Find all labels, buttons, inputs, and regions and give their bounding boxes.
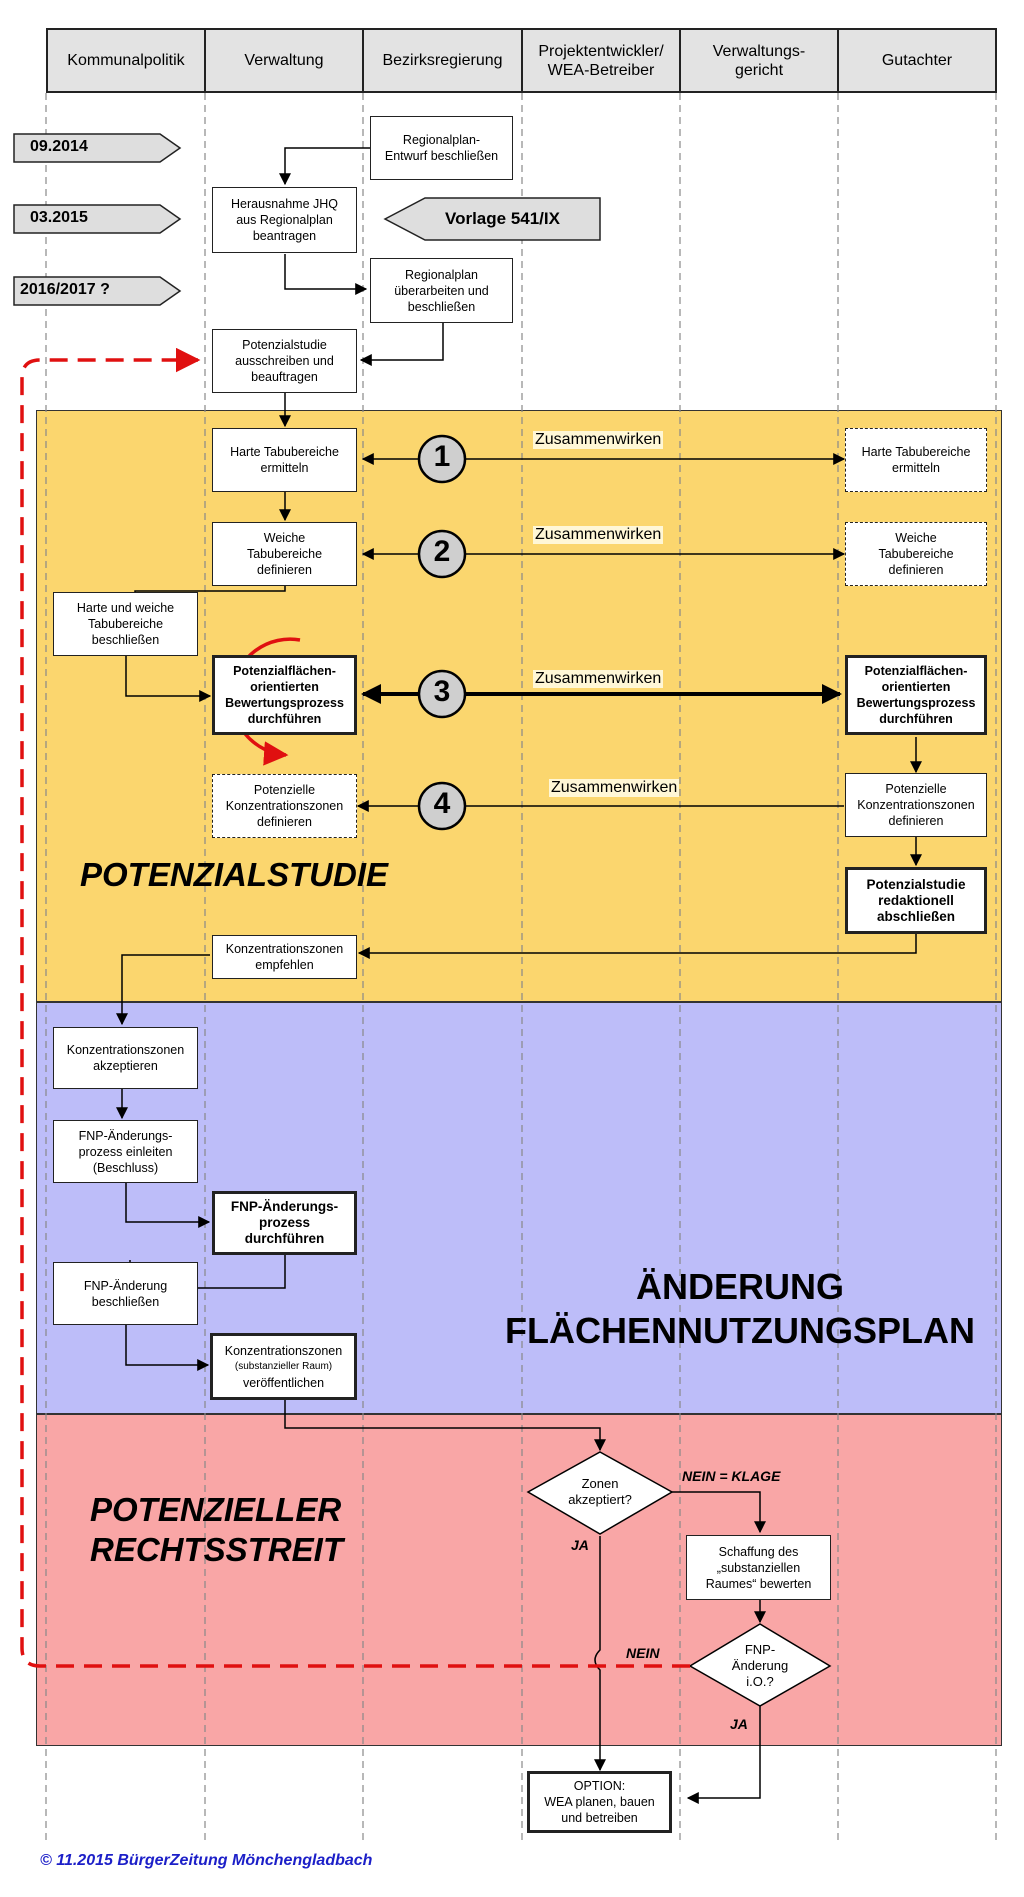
box-veroeff-line3: veröffentlichen (242, 1375, 325, 1390)
box-weiche-tabubereiche-gutachter: Weiche Tabubereiche definieren (845, 522, 987, 586)
zusammenwirken-label-4: Zusammenwirken (549, 779, 680, 797)
box-harte-tabubereiche-gutachter: Harte Tabubereiche ermitteln (845, 428, 987, 492)
lane-header-verwaltung: Verwaltung (204, 28, 364, 93)
section-rechtsstreit-band (36, 1414, 1002, 1746)
edge-label-ja: JA (730, 1716, 748, 1732)
edge-label-nein-klage: NEIN = KLAGE (682, 1468, 781, 1484)
date-label: 03.2015 (30, 209, 88, 226)
box-regionalplan-ueberarbeiten: Regionalplan überarbeiten und beschließe… (370, 258, 513, 323)
date-label: 09.2014 (30, 138, 88, 155)
box-fnp-einleiten: FNP-Änderungs- prozess einleiten (Beschl… (53, 1120, 198, 1183)
step-number-1: 1 (433, 440, 451, 473)
lane-header-projektentwickler: Projektentwickler/ WEA-Betreiber (521, 28, 681, 93)
zusammenwirken-label-1: Zusammenwirken (533, 431, 664, 449)
box-schaffung-substanzieller-raum: Schaffung des „substanziellen Raumes“ be… (686, 1535, 831, 1600)
lane-header-verwaltungsgericht: Verwaltungs- gericht (679, 28, 839, 93)
edge-label-nein: NEIN (626, 1645, 660, 1661)
box-konzentrationszonen-empfehlen: Konzentrationszonen empfehlen (212, 935, 357, 979)
vorlage-label: Vorlage 541/IX (445, 209, 560, 228)
box-regionalplan-entwurf: Regionalplan- Entwurf beschließen (370, 116, 513, 180)
section-title-potenzialstudie: POTENZIALSTUDIE (80, 856, 389, 893)
box-veroeff-line2: (substanzieller Raum) (234, 1360, 333, 1372)
section-title-rechtsstreit: POTENZIELLER RECHTSSTREIT (90, 1491, 344, 1568)
box-potenzialstudie-ausschreiben: Potenzialstudie ausschreiben und beauftr… (212, 329, 357, 393)
box-potenzialstudie-abschliessen: Potenzialstudie redaktionell abschließen (845, 867, 987, 934)
copyright-text: © 11.2015 BürgerZeitung Mönchengladbach (40, 1852, 373, 1869)
box-konzentrationszonen-gutachter: Potenzielle Konzentrationszonen definier… (845, 773, 987, 837)
box-bewertungsprozess-verwaltung: Potenzialflächen- orientierten Bewertung… (212, 655, 357, 735)
box-herausnahme-jhq: Herausnahme JHQ aus Regionalplan beantra… (212, 187, 357, 253)
box-konzentrationszonen-akzeptieren: Konzentrationszonen akzeptieren (53, 1027, 198, 1089)
box-option-wea: OPTION: WEA planen, bauen und betreiben (527, 1771, 672, 1833)
zusammenwirken-label-2: Zusammenwirken (533, 526, 664, 544)
box-fnp-durchfuehren: FNP-Änderungs- prozess durchführen (212, 1191, 357, 1255)
box-fnp-beschliessen: FNP-Änderung beschließen (53, 1262, 198, 1325)
box-konzentrationszonen-verwaltung: Potenzielle Konzentrationszonen definier… (212, 774, 357, 838)
box-bewertungsprozess-gutachter: Potenzialflächen- orientierten Bewertung… (845, 655, 987, 735)
lane-header-kommunalpolitik: Kommunalpolitik (46, 28, 206, 93)
box-konzentrationszonen-veroeffentlichen: Konzentrationszonen (substanzieller Raum… (210, 1333, 357, 1400)
box-veroeff-line1: Konzentrationszonen (224, 1343, 343, 1358)
step-number-3: 3 (433, 675, 451, 708)
zusammenwirken-label-3: Zusammenwirken (533, 670, 664, 688)
step-number-2: 2 (433, 535, 451, 568)
box-weiche-tabubereiche-verwaltung: Weiche Tabubereiche definieren (212, 522, 357, 586)
lane-separators (45, 93, 997, 1840)
box-harte-weiche-beschliessen: Harte und weiche Tabubereiche beschließe… (53, 592, 198, 656)
section-potenzialstudie-band (36, 410, 1002, 1002)
edge-label-ja: JA (571, 1537, 589, 1553)
box-harte-tabubereiche-verwaltung: Harte Tabubereiche ermitteln (212, 428, 357, 492)
lane-header-gutachter: Gutachter (837, 28, 997, 93)
decision-fnp-label: FNP- Änderung i.O.? (731, 1642, 789, 1689)
decision-zonen-label: Zonen akzeptiert? (568, 1476, 632, 1507)
step-number-4: 4 (433, 787, 451, 820)
lane-header-bezirksregierung: Bezirksregierung (362, 28, 523, 93)
date-label: 2016/2017 ? (20, 281, 110, 298)
section-title-fnp: ÄNDERUNG FLÄCHENNUTZUNGSPLAN (505, 1266, 975, 1351)
